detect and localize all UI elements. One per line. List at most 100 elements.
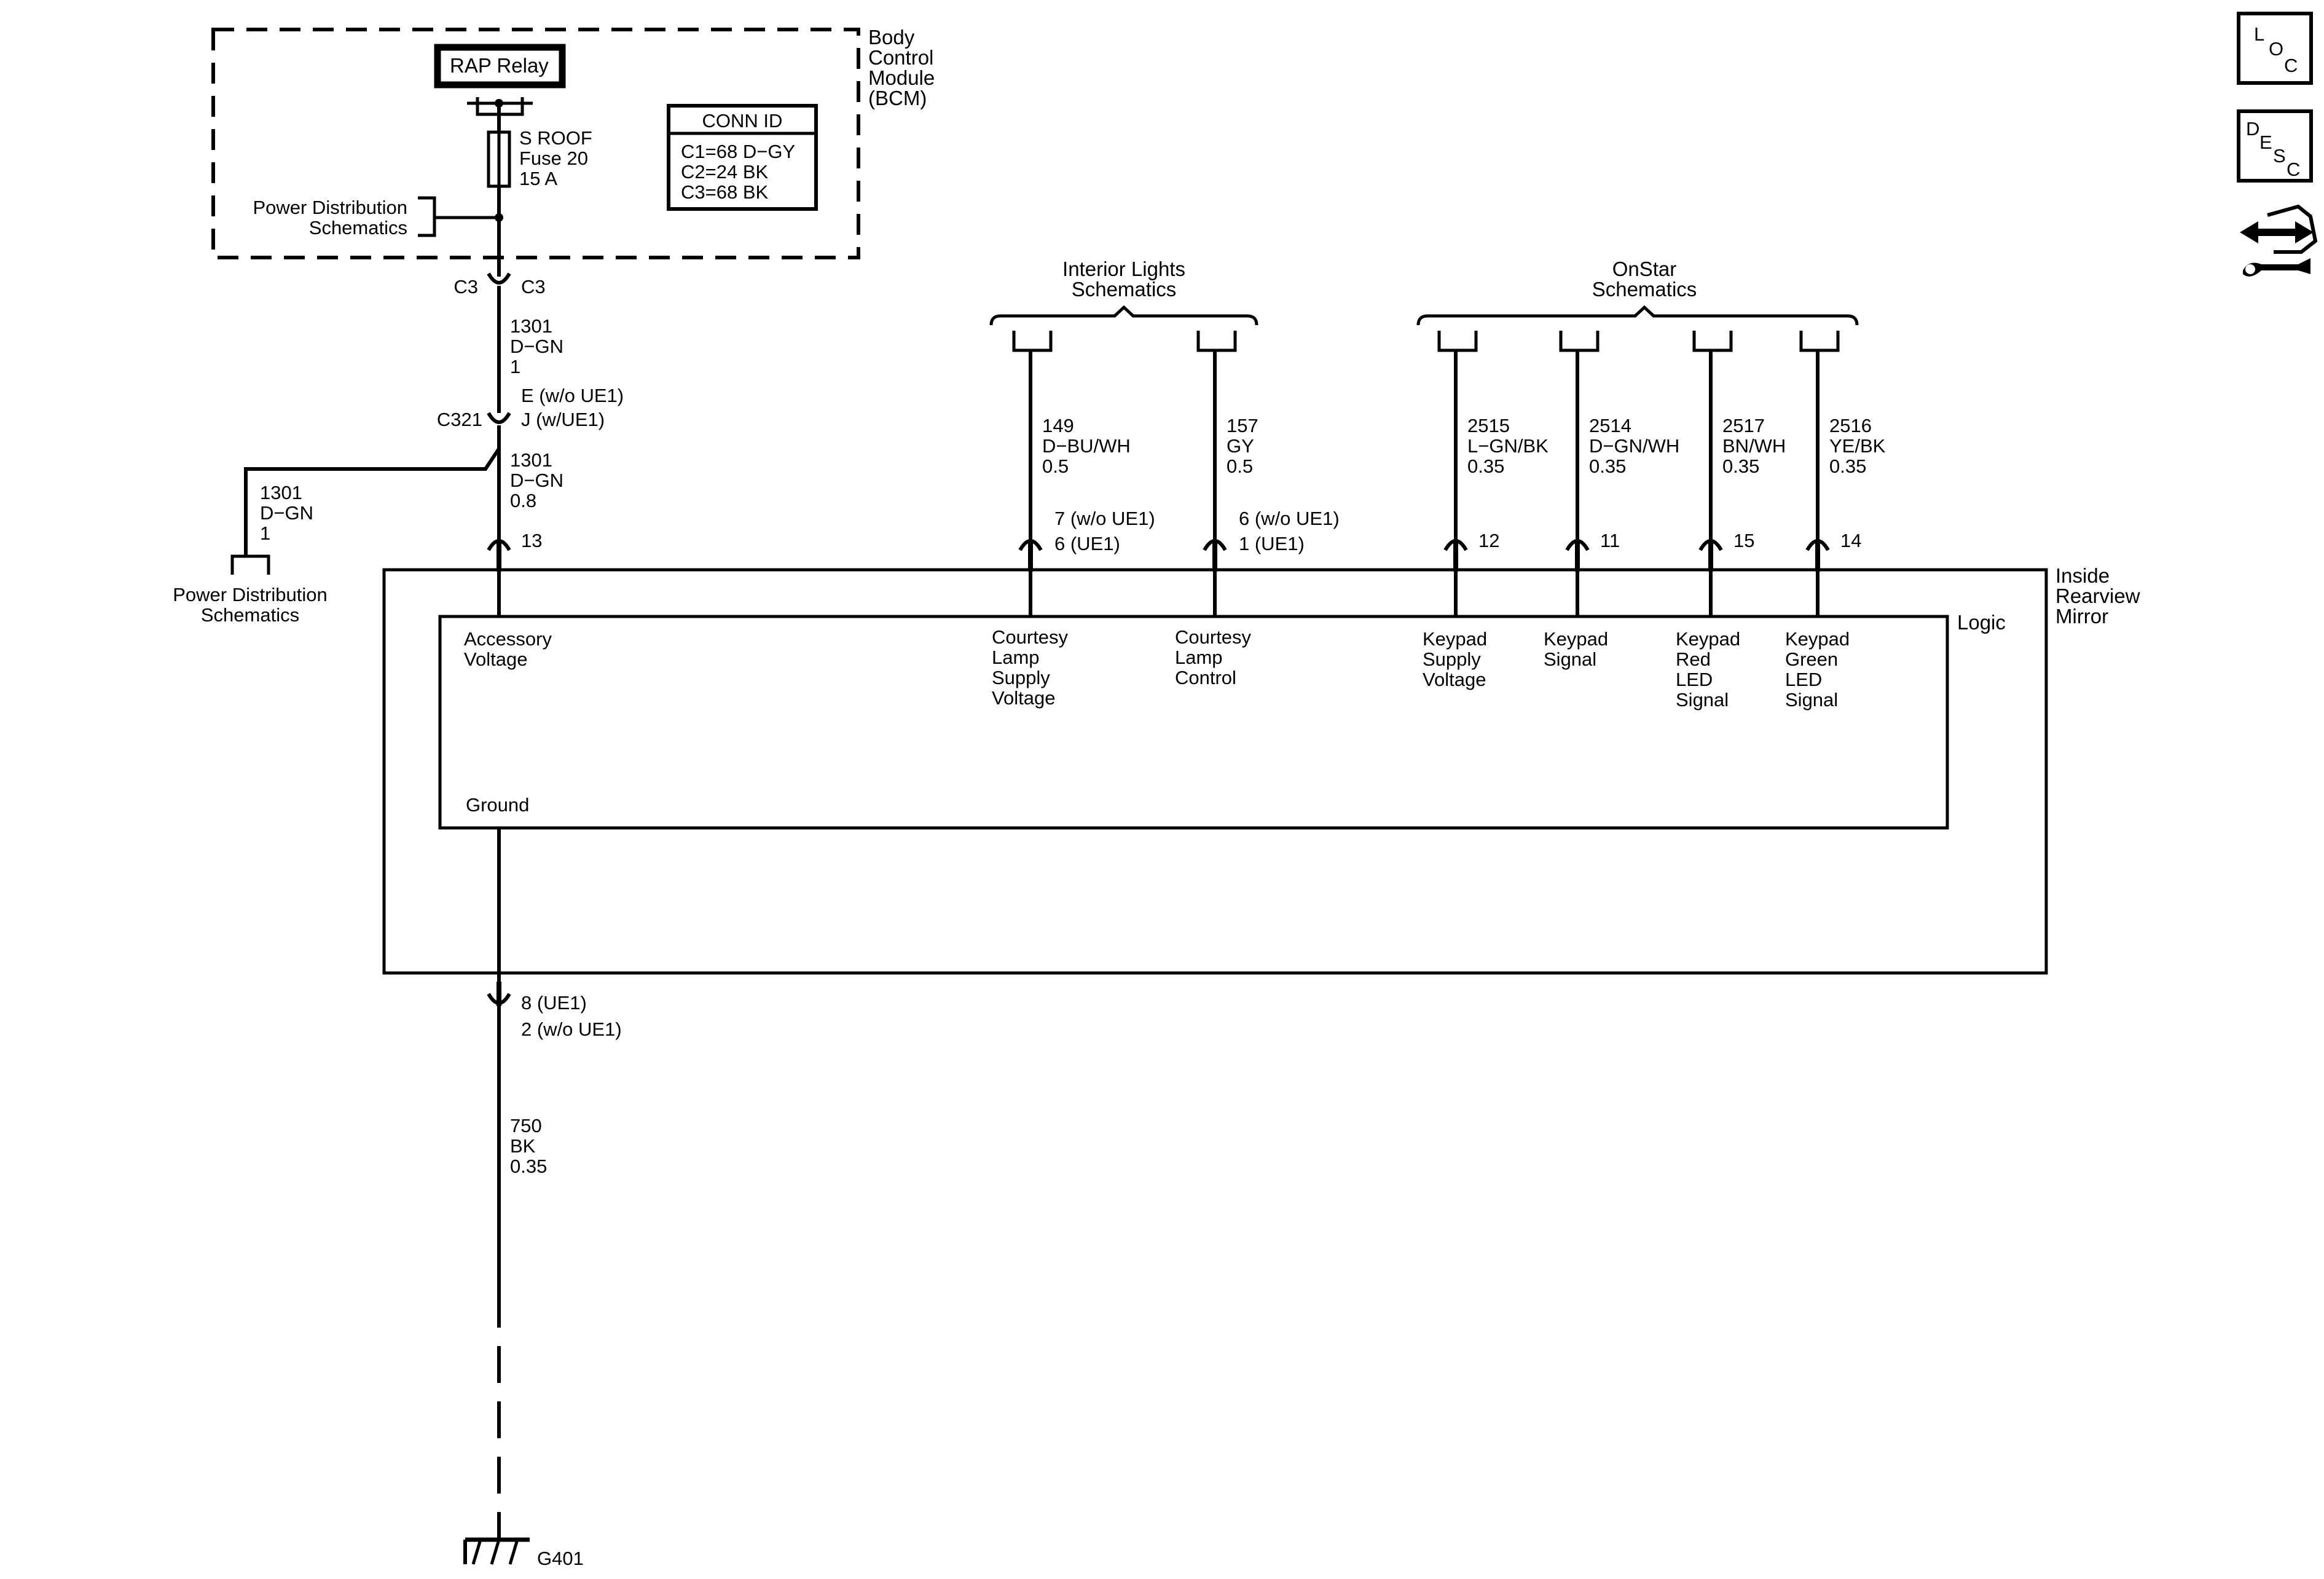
w149-line1: 149	[1042, 415, 1074, 436]
accessory-feed-wire: C3 C3 1301 D−GN 1 C321 E (w/o UE1) J (w/…	[173, 272, 624, 626]
logic-label: Logic	[1957, 611, 2006, 634]
loc-button[interactable]: L O C	[2237, 12, 2313, 85]
w157-pin-line1: 6 (w/o UE1)	[1239, 508, 1340, 529]
keypad-green-line4: Signal	[1785, 689, 1838, 711]
power-dist-bracket	[418, 196, 499, 237]
w750-line2: BK	[510, 1135, 536, 1157]
fuse-line1: S ROOF	[519, 127, 592, 149]
w157-line2: GY	[1227, 435, 1254, 457]
w1301-mid-line1: 1301	[510, 449, 552, 471]
keypad-green-line2: Green	[1785, 648, 1838, 670]
rap-relay-label: RAP Relay	[450, 54, 549, 77]
onstar-title-line1: OnStar	[1612, 258, 1677, 280]
w1301-branch-line2: D−GN	[260, 502, 313, 524]
courtesy-control-line2: Lamp	[1175, 647, 1223, 668]
desc-letter-c: C	[2287, 159, 2300, 180]
w2516-line2: YE/BK	[1829, 435, 1886, 457]
w750-line3: 0.35	[510, 1156, 547, 1177]
keypad-supply-line1: Keypad	[1423, 628, 1487, 650]
keypad-supply-line3: Voltage	[1423, 669, 1486, 690]
bcm-name-line3: Module	[868, 66, 935, 89]
desc-button[interactable]: D E S C	[2237, 109, 2313, 183]
power-dist-left-line2: Schematics	[201, 604, 299, 626]
onstar-title-line2: Schematics	[1592, 278, 1697, 301]
ground-symbol-icon	[463, 1524, 530, 1565]
ground-label: Ground	[466, 794, 529, 816]
w149-pin-line1: 7 (w/o UE1)	[1054, 508, 1155, 529]
loc-letter-o: O	[2269, 38, 2283, 60]
keypad-green-line3: LED	[1785, 669, 1822, 690]
w2517-line1: 2517	[1722, 415, 1765, 436]
c321-label: C321	[437, 409, 482, 430]
ground-pin-line1: 8 (UE1)	[521, 992, 587, 1014]
loc-letter-l: L	[2254, 23, 2264, 45]
conn-id-row-c1: C1=68 D−GY	[681, 141, 795, 162]
w2516-line1: 2516	[1829, 415, 1872, 436]
w2514-pin: 11	[1600, 530, 1620, 551]
logic-box	[438, 615, 1949, 830]
ground-id-label: G401	[537, 1548, 584, 1569]
w750-line1: 750	[510, 1115, 542, 1136]
mirror-name-line2: Rearview	[2055, 585, 2140, 607]
w1301-branch-line3: 1	[260, 522, 270, 544]
interior-lights-group: Interior Lights Schematics 149 D−BU/WH 0…	[989, 258, 1340, 616]
w2516-line3: 0.35	[1829, 455, 1866, 477]
keypad-red-line1: Keypad	[1676, 628, 1740, 650]
c321-pin-e: E (w/o UE1)	[521, 385, 624, 406]
power-dist-left-line1: Power Distribution	[173, 584, 328, 605]
bcm-name-line1: Body	[868, 26, 915, 49]
desc-letter-d: D	[2246, 118, 2259, 140]
onstar-brace	[1416, 305, 1859, 326]
w1301-top-line1: 1301	[510, 315, 552, 337]
c3-left-label: C3	[453, 276, 478, 297]
w2515-line1: 2515	[1467, 415, 1510, 436]
w2514-line3: 0.35	[1589, 455, 1626, 477]
connector-tool-icon[interactable]	[2240, 204, 2318, 277]
w2516-pin: 14	[1840, 530, 1861, 551]
loc-letter-c: C	[2284, 55, 2298, 76]
ground-circuit: 8 (UE1) 2 (w/o UE1) 750 BK 0.35 G401	[463, 828, 622, 1569]
w157-line3: 0.5	[1227, 455, 1253, 477]
w149-pin-line2: 6 (UE1)	[1054, 533, 1120, 554]
w2515-line2: L−GN/BK	[1467, 435, 1549, 457]
conn-id-title: CONN ID	[702, 110, 783, 132]
w2514-line1: 2514	[1589, 415, 1631, 436]
accessory-pin-label: 13	[521, 530, 542, 551]
w1301-mid-line2: D−GN	[510, 470, 563, 491]
c3-right-label: C3	[521, 276, 546, 297]
conn-id-row-c2: C2=24 BK	[681, 161, 769, 183]
keypad-red-line4: Signal	[1676, 689, 1729, 711]
bcm-module: Body Control Module (BCM) RAP Relay S RO…	[211, 26, 935, 277]
bcm-power-dist-line2: Schematics	[309, 217, 407, 238]
courtesy-control-line1: Courtesy	[1175, 626, 1252, 648]
onstar-group: OnStar Schematics 2515 L−GN/BK 0.35 12 2…	[1416, 258, 1886, 616]
w149-line2: D−BU/WH	[1042, 435, 1131, 457]
conn-id-row-c3: C3=68 BK	[681, 181, 769, 203]
fuse-line2: Fuse 20	[519, 148, 588, 169]
interior-lights-brace	[989, 305, 1258, 326]
ground-pin-line2: 2 (w/o UE1)	[521, 1018, 622, 1040]
keypad-signal-line2: Signal	[1544, 648, 1596, 670]
w2515-pin: 12	[1478, 530, 1499, 551]
conn-id-table: CONN ID C1=68 D−GY C2=24 BK C3=68 BK	[667, 104, 818, 211]
w2514-line2: D−GN/WH	[1589, 435, 1679, 457]
w1301-mid-line3: 0.8	[510, 490, 536, 511]
w2517-pin: 15	[1733, 530, 1754, 551]
w149-line3: 0.5	[1042, 455, 1069, 477]
courtesy-supply-line4: Voltage	[992, 687, 1055, 709]
desc-letter-s: S	[2273, 145, 2286, 167]
keypad-red-line2: Red	[1676, 648, 1711, 670]
keypad-green-line1: Keypad	[1785, 628, 1850, 650]
mirror-name-line3: Mirror	[2055, 605, 2108, 628]
fuse-line3: 15 A	[519, 168, 557, 189]
keypad-red-line3: LED	[1676, 669, 1713, 690]
w1301-top-line3: 1	[510, 356, 520, 377]
mirror-name-line1: Inside	[2055, 564, 2110, 587]
courtesy-supply-line1: Courtesy	[992, 626, 1069, 648]
interior-lights-title-line1: Interior Lights	[1062, 258, 1185, 280]
w157-line1: 157	[1227, 415, 1258, 436]
courtesy-supply-line2: Lamp	[992, 647, 1040, 668]
w1301-top-line2: D−GN	[510, 336, 563, 357]
c321-pin-j: J (w/UE1)	[521, 409, 605, 430]
